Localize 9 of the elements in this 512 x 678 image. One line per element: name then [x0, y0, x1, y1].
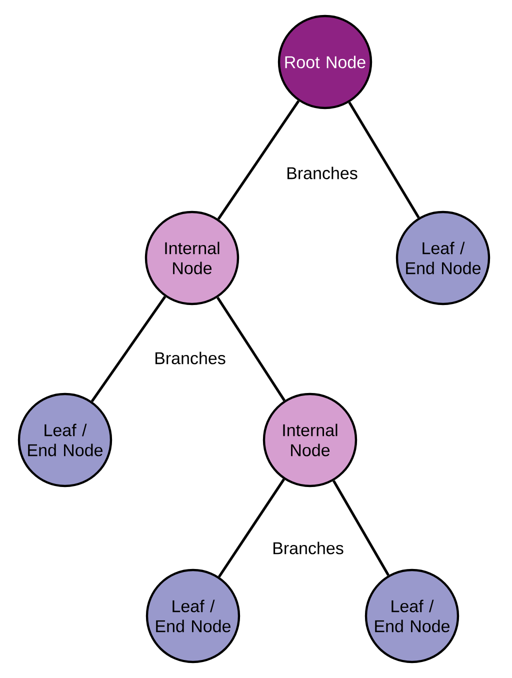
- branch-line: [217, 100, 300, 220]
- branch-label: Branches: [156, 352, 226, 364]
- branch-line: [218, 478, 286, 578]
- branch-label: Branches: [288, 166, 358, 180]
- branch-line: [216, 296, 286, 402]
- branch-line: [90, 296, 166, 402]
- branch-line: [332, 480, 390, 576]
- branch-label: Branches: [274, 542, 344, 554]
- branch-line: [348, 102, 420, 218]
